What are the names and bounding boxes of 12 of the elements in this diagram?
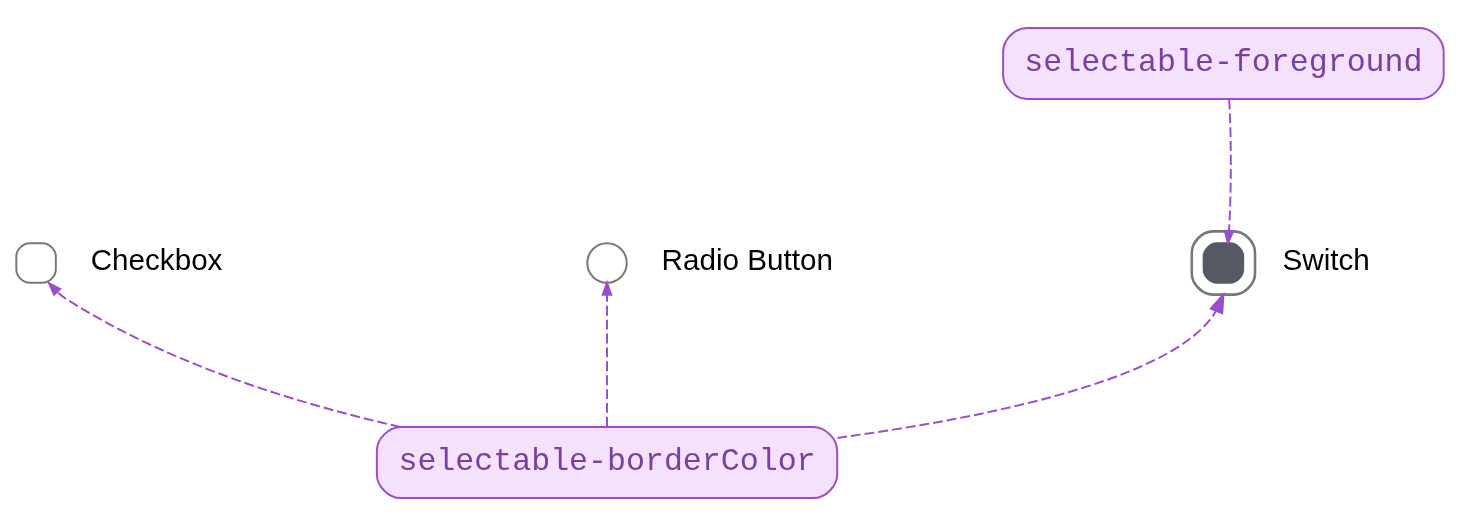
node-box: selectable-borderColor (375, 426, 839, 500)
node-circle (586, 242, 628, 284)
node-label: Checkbox (90, 242, 223, 276)
node-label: Switch (1282, 242, 1370, 276)
node-box (1202, 242, 1245, 284)
arrow (1223, 98, 1235, 246)
arrow (601, 279, 613, 428)
node-box: selectable-foreground (1002, 26, 1445, 100)
arrow (836, 291, 1225, 439)
arrow (46, 281, 402, 428)
node-box (15, 242, 57, 284)
node-label: Radio Button (661, 242, 833, 276)
